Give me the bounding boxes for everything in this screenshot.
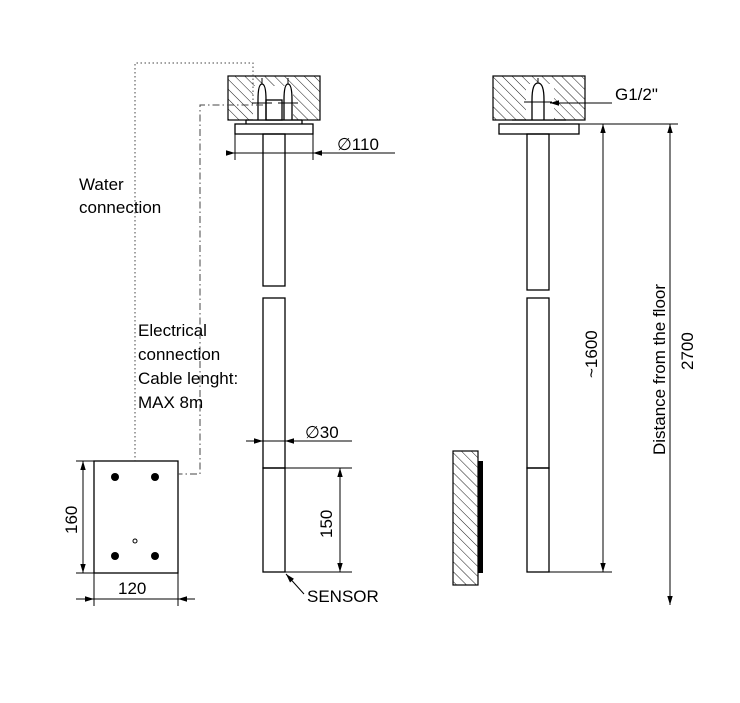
dim-150: 150 bbox=[285, 467, 352, 573]
ceiling-block-right bbox=[492, 75, 586, 121]
dim-label-diameter-110: ∅110 bbox=[337, 135, 379, 154]
dim-diameter-30: ∅30 bbox=[246, 423, 352, 444]
electrical-label-4: MAX 8m bbox=[138, 393, 203, 412]
dim-label-150: 150 bbox=[317, 510, 336, 538]
thread-label: G1/2" bbox=[615, 85, 658, 104]
dim-label-120: 120 bbox=[118, 579, 146, 598]
sensor-label: SENSOR bbox=[307, 587, 379, 606]
ceiling-plate-left bbox=[234, 123, 314, 135]
electrical-label-3: Cable lenght: bbox=[138, 369, 238, 388]
electrical-box bbox=[93, 460, 179, 574]
shower-pipe-left bbox=[262, 133, 286, 573]
dim-diameter-110: ∅110 bbox=[226, 134, 395, 160]
distance-from-floor-label: Distance from the floor bbox=[650, 284, 669, 455]
wall-section bbox=[452, 450, 483, 586]
electrical-label-2: connection bbox=[138, 345, 220, 364]
dim-1600: ~1600 bbox=[549, 123, 612, 573]
dim-label-diameter-30: ∅30 bbox=[305, 423, 339, 442]
water-connection-label-2: connection bbox=[79, 198, 161, 217]
dim-2700: Distance from the floor 2700 bbox=[612, 123, 697, 605]
electrical-label-1: Electrical bbox=[138, 321, 207, 340]
water-connection-label-1: Water bbox=[79, 175, 124, 194]
water-connection-line bbox=[134, 62, 254, 461]
dim-label-1600: ~1600 bbox=[582, 330, 601, 378]
electrical-connection-line bbox=[178, 104, 263, 475]
dim-label-160: 160 bbox=[62, 506, 81, 534]
dim-160: 160 bbox=[62, 460, 94, 574]
dim-label-2700: 2700 bbox=[678, 332, 697, 370]
dim-120: 120 bbox=[76, 573, 195, 606]
front-view: ∅110 ∅30 150 SENSOR bbox=[62, 62, 395, 606]
ceiling-block-left bbox=[227, 75, 321, 121]
side-view: G1/2" ~1600 Distance from the floor 2700 bbox=[452, 75, 697, 605]
ceiling-plate-right bbox=[498, 123, 580, 135]
shower-pipe-right bbox=[526, 133, 550, 573]
